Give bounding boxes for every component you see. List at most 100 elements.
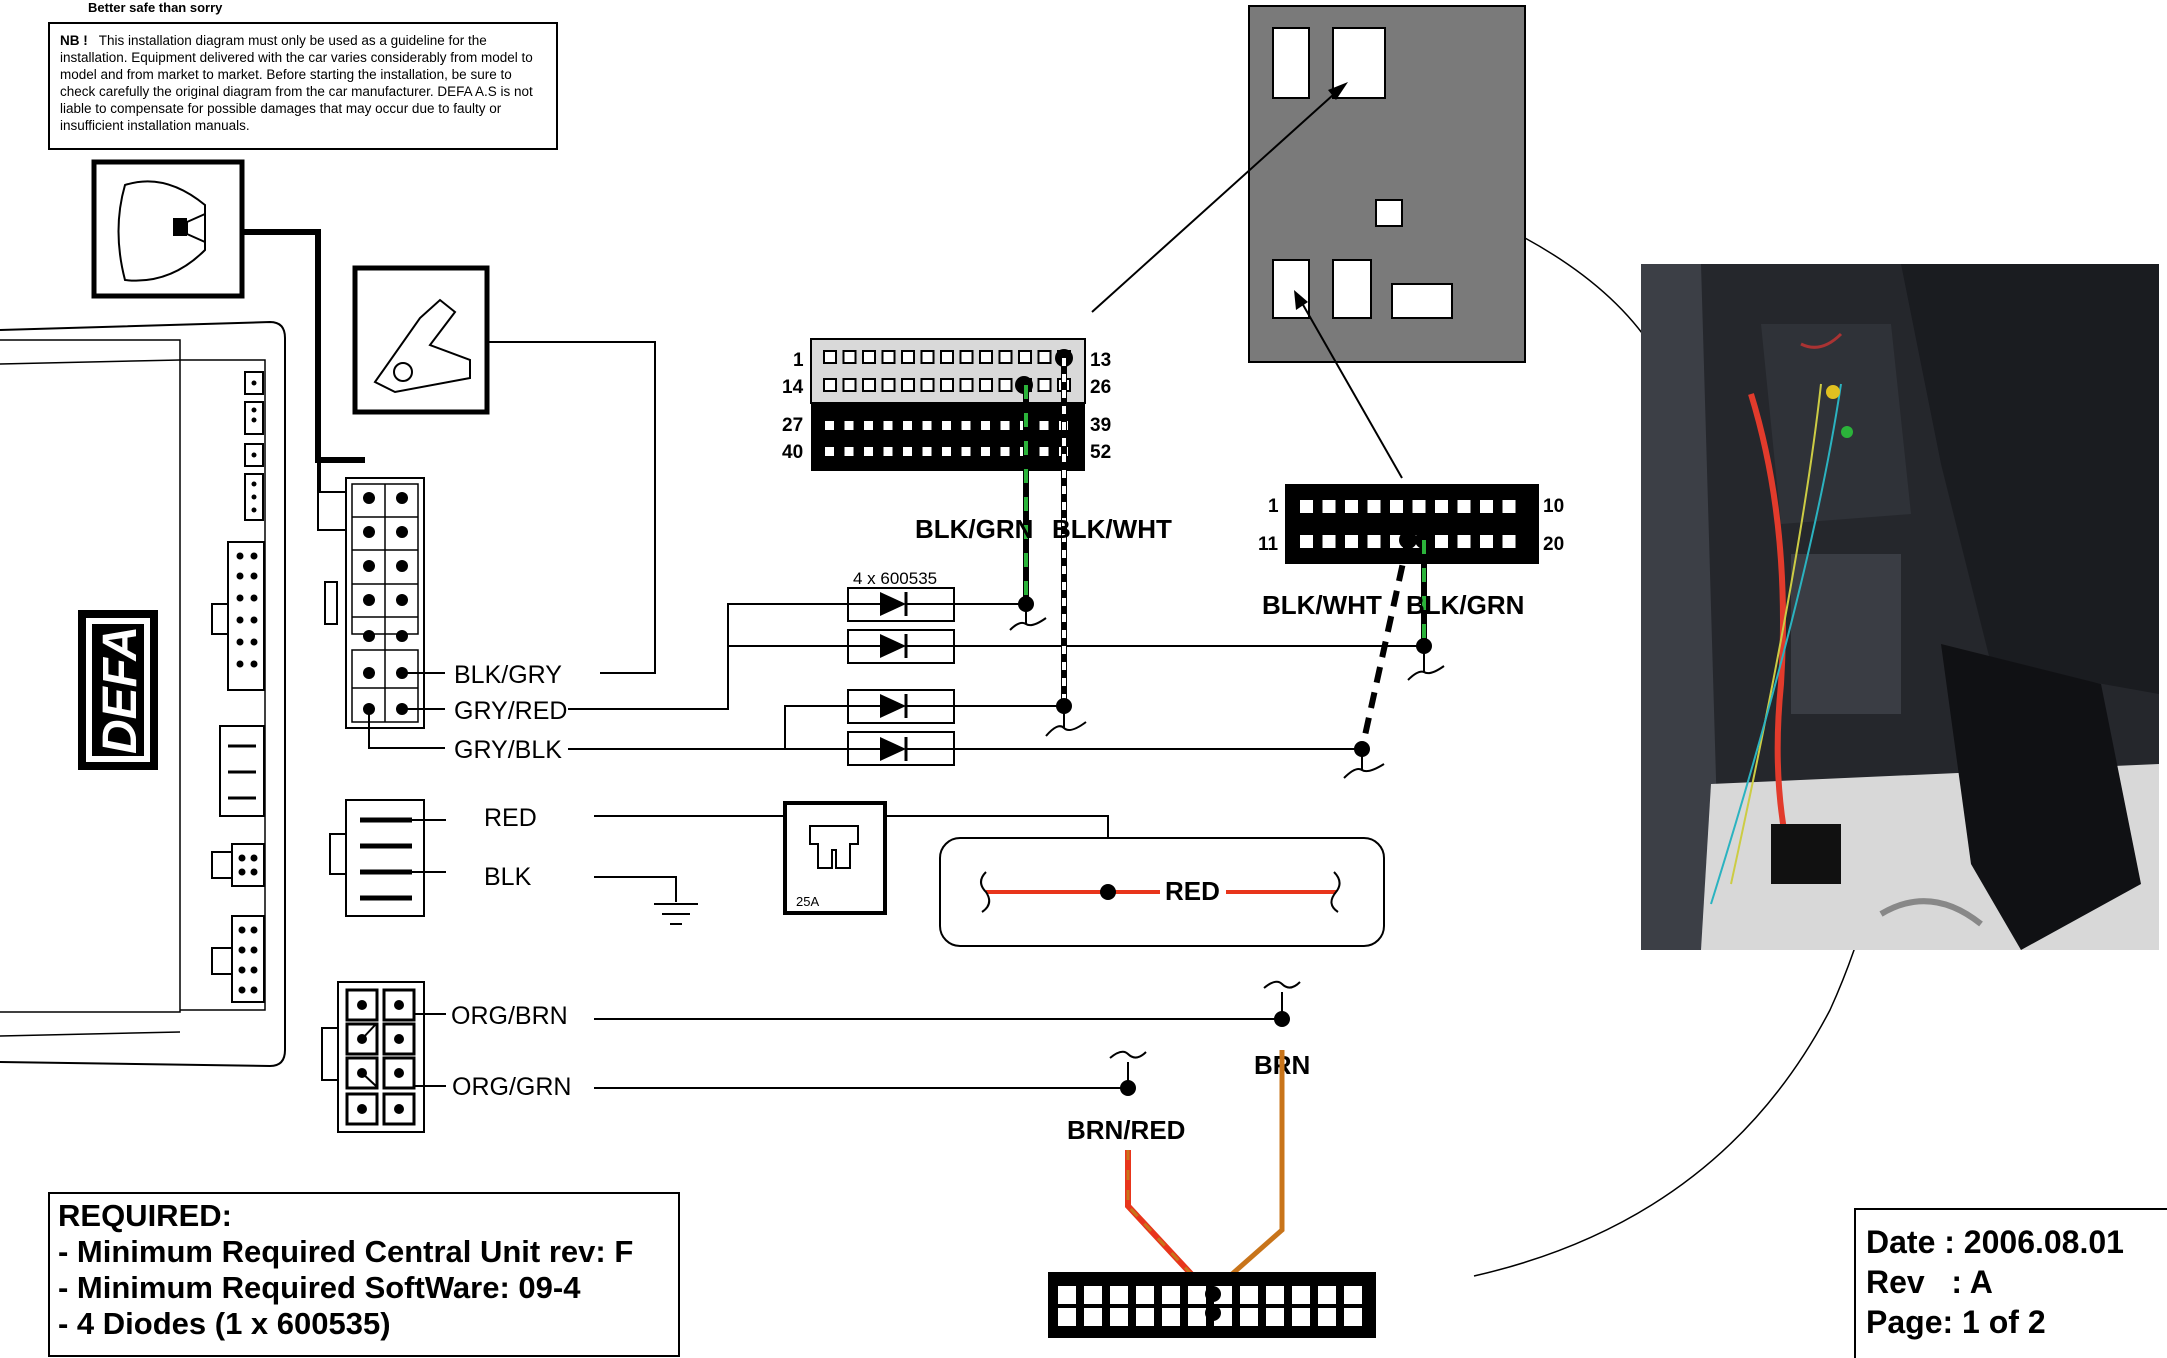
connector-pin — [1344, 1286, 1362, 1304]
connector-pin — [1084, 1308, 1102, 1326]
connector-pin — [920, 350, 935, 364]
pin20-1: 1 — [1268, 496, 1279, 517]
connector-pin — [979, 350, 993, 364]
connector-pin — [1435, 535, 1448, 548]
connector-pin — [823, 445, 836, 458]
connector-pin — [842, 378, 857, 392]
connector-pin — [881, 445, 895, 458]
pin-13: 13 — [1090, 350, 1111, 371]
requirements-title: REQUIRED: — [58, 1198, 232, 1233]
connector-pin — [1110, 1286, 1128, 1304]
fuse-panel — [1248, 5, 1526, 363]
red-wire-loop: RED — [939, 837, 1385, 947]
defa-logo: DEFA — [78, 610, 158, 770]
connector-pin — [959, 445, 973, 458]
connector-pin — [1266, 1286, 1284, 1304]
connector-pin — [998, 445, 1012, 458]
connector-pin — [901, 445, 914, 458]
requirement-item: - 4 Diodes (1 x 600535) — [58, 1306, 391, 1341]
connector-pin — [862, 445, 875, 458]
connector-pin — [1300, 500, 1313, 513]
label-gry-red: GRY/RED — [454, 697, 567, 725]
connector-pin — [862, 378, 876, 392]
pin20-10: 10 — [1543, 496, 1564, 517]
connector-pin — [901, 419, 914, 432]
pin-39: 39 — [1090, 415, 1111, 436]
label-blk: BLK — [484, 863, 532, 891]
pin-1: 1 — [793, 350, 804, 371]
connector-pin — [1435, 500, 1448, 513]
connector-pin — [1318, 1286, 1336, 1304]
label-red: RED — [484, 804, 537, 832]
connector-pin — [1480, 500, 1493, 513]
connector-pin — [1162, 1286, 1180, 1304]
connector-pin — [842, 419, 856, 432]
connector-pin — [959, 378, 974, 392]
pin-27: 27 — [782, 415, 803, 436]
label-20-blk-grn: BLK/GRN — [1406, 590, 1524, 620]
connector-pin — [959, 419, 973, 432]
connector-pin — [1018, 350, 1032, 364]
connector-pin — [1457, 500, 1471, 513]
connector-pin — [1084, 1286, 1102, 1304]
label-gry-blk: GRY/BLK — [454, 736, 562, 764]
label-org-grn: ORG/GRN — [452, 1073, 571, 1101]
connector-20pin: 1 11 10 20 — [1258, 484, 1564, 564]
date-text: Date : 2006.08.01 — [1866, 1224, 2124, 1260]
connector-pin — [940, 350, 954, 364]
connector-pin — [920, 419, 934, 432]
requirements-box: REQUIRED: - Minimum Required Central Uni… — [48, 1192, 680, 1357]
connector-pin — [1502, 500, 1516, 513]
connector-pin — [901, 350, 915, 364]
diodes-label: 4 x 600535 — [853, 569, 937, 588]
connector-pin — [940, 419, 953, 432]
connector-pin — [979, 445, 992, 458]
connector-pin — [1188, 1308, 1206, 1326]
connector-pin — [1240, 1308, 1258, 1326]
connector-bottom — [1048, 1272, 1376, 1338]
connector-pin — [862, 419, 875, 432]
notice-text: This installation diagram must only be u… — [60, 33, 533, 133]
connector-pin — [940, 445, 953, 458]
connector-pin — [823, 350, 837, 364]
connector-pin — [1322, 500, 1336, 513]
label-brn-red: BRN/RED — [1067, 1115, 1185, 1145]
connector-pin — [1037, 350, 1052, 364]
connector-pin — [940, 378, 954, 392]
requirement-item: - Minimum Required SoftWare: 09-4 — [58, 1270, 581, 1305]
pin-52: 52 — [1090, 442, 1111, 463]
connector-pin — [1136, 1308, 1154, 1326]
connector-pin — [1136, 1286, 1154, 1304]
rev-text: Rev : A — [1866, 1264, 1993, 1300]
label-52-blk-wht: BLK/WHT — [1052, 514, 1172, 544]
connector-pin — [842, 350, 857, 364]
connector-pin — [979, 378, 993, 392]
central-unit: DEFA — [0, 320, 286, 1068]
connector-pin — [1110, 1308, 1128, 1326]
pin-26: 26 — [1090, 377, 1111, 398]
connector-pin — [1367, 535, 1381, 548]
connector-pin — [1390, 500, 1403, 513]
connector-pin — [920, 378, 935, 392]
label-org-brn: ORG/BRN — [451, 1002, 568, 1030]
connector-pin — [823, 378, 837, 392]
connector-pin — [1457, 535, 1471, 548]
page-text: Page: 1 of 2 — [1866, 1304, 2046, 1340]
pin20-20: 20 — [1543, 534, 1564, 555]
connector-pin — [1345, 500, 1358, 513]
tagline: Better safe than sorry — [88, 0, 223, 15]
connector-pin — [1037, 445, 1051, 458]
requirement-item: - Minimum Required Central Unit rev: F — [58, 1234, 634, 1269]
connector-pin — [1318, 1308, 1336, 1326]
power-connector — [329, 799, 425, 917]
revision-box: Date : 2006.08.01 Rev : A Page: 1 of 2 — [1854, 1208, 2167, 1358]
connector-pin — [920, 445, 934, 458]
fuse-rating: 25A — [796, 894, 819, 909]
connector-pin — [998, 378, 1013, 392]
bonnet-sensor-icon — [91, 159, 245, 299]
notice-box: NB ! This installation diagram must only… — [48, 22, 558, 150]
connector-pin — [1292, 1308, 1310, 1326]
connector-pin — [998, 419, 1012, 432]
fuse: 25A — [783, 801, 887, 915]
